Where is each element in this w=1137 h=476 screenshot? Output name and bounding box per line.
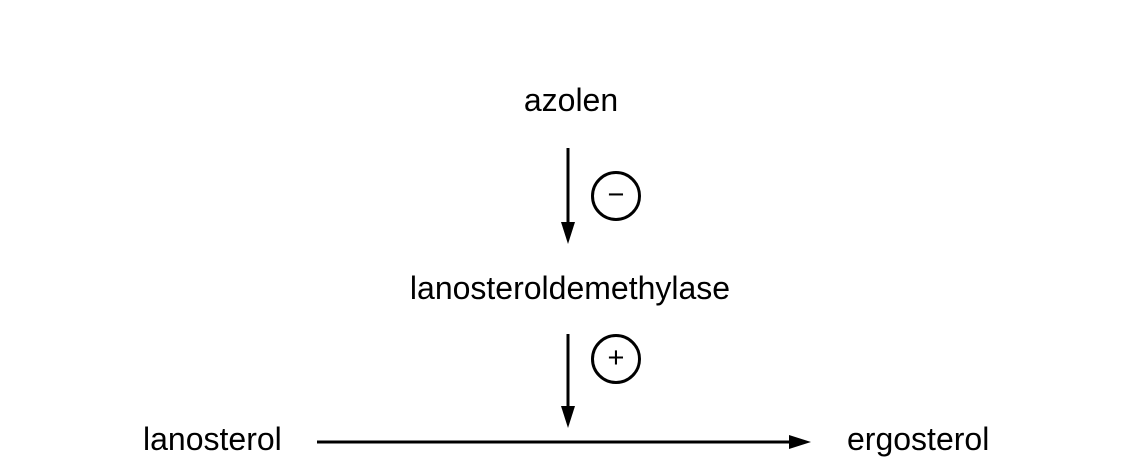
label-substrate: lanosterol xyxy=(143,421,282,457)
label-inhibitor: azolen xyxy=(523,82,619,118)
inhibition-down-arrow-icon xyxy=(561,148,575,244)
minus-sign: − xyxy=(607,178,625,211)
plus-circle-icon: + xyxy=(591,334,641,384)
label-enzyme: lanosteroldemethylase xyxy=(409,270,731,306)
minus-circle-icon: − xyxy=(591,171,641,221)
label-product: ergosterol xyxy=(847,421,990,457)
plus-sign: + xyxy=(607,341,625,374)
activation-down-arrow-icon xyxy=(561,334,575,428)
reaction-right-arrow-icon xyxy=(317,435,811,449)
